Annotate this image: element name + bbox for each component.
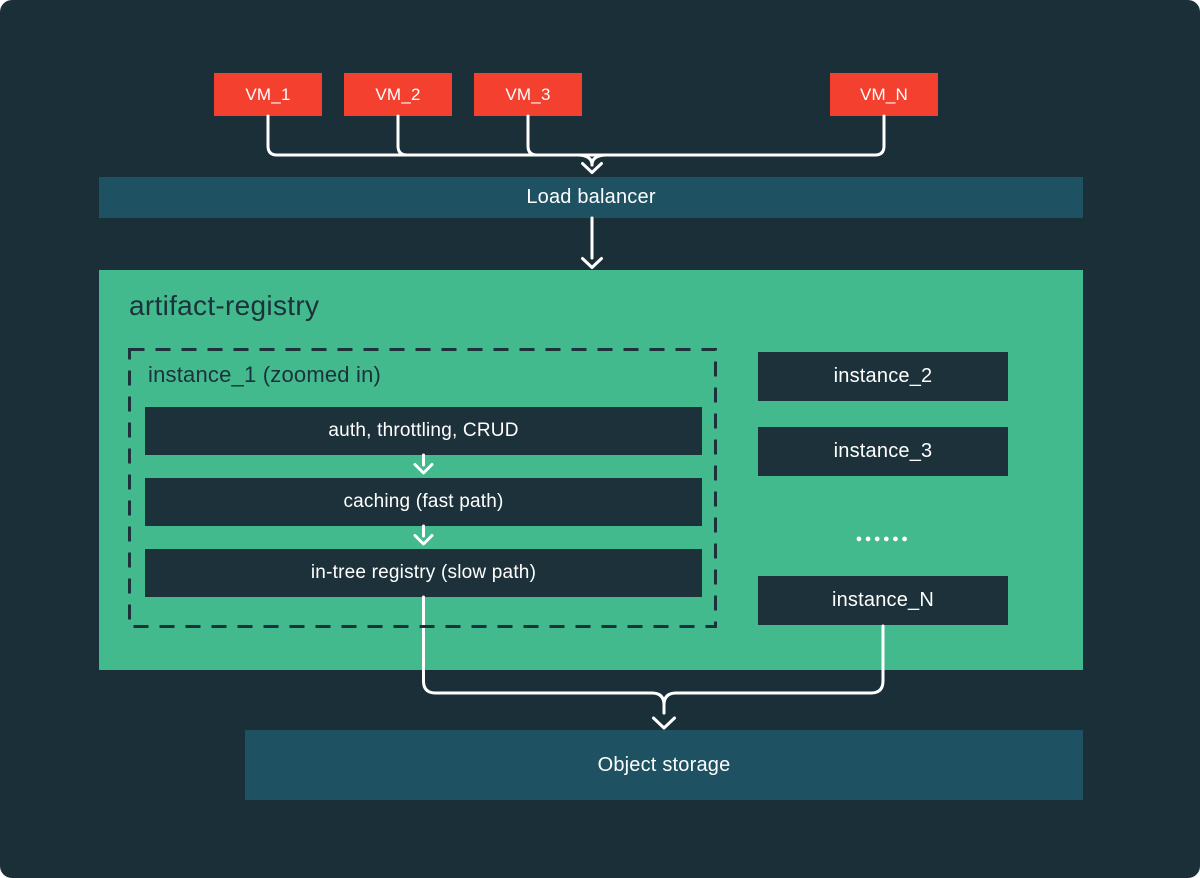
connector-vm1-vmn-bus [266, 114, 886, 157]
load-balancer-bar: Load balancer [99, 177, 1083, 218]
connector-bus-dip-right [590, 153, 609, 167]
instance-3-box: instance_3 [758, 427, 1008, 476]
instance-n-box: instance_N [758, 576, 1008, 625]
vm-3-box: VM_3 [474, 73, 582, 116]
arrowhead-into-object-storage-icon [652, 716, 676, 730]
vm-1-box: VM_1 [214, 73, 322, 116]
vm-n-box: VM_N [830, 73, 938, 116]
instance-2-box: instance_2 [758, 352, 1008, 401]
instance-1-label: instance_1 (zoomed in) [148, 362, 382, 387]
stage-in-tree-registry-box: in-tree registry (slow path) [145, 549, 702, 597]
stage-auth-throttling-crud-box: auth, throttling, CRUD [145, 407, 702, 455]
artifact-registry-title: artifact-registry [129, 290, 320, 321]
more-instances-ellipsis-icon: ●●●●●● [855, 533, 911, 545]
object-storage-bar: Object storage [245, 730, 1083, 800]
connector-vm3-drop [526, 114, 539, 157]
arrowhead-into-load-balancer-icon [581, 162, 603, 174]
vm-2-box: VM_2 [344, 73, 452, 116]
connector-bus-dip-left [575, 153, 594, 167]
stage-caching-box: caching (fast path) [145, 478, 702, 526]
connector-vm2-drop [396, 114, 409, 157]
arrowhead-into-registry-icon [581, 257, 603, 269]
